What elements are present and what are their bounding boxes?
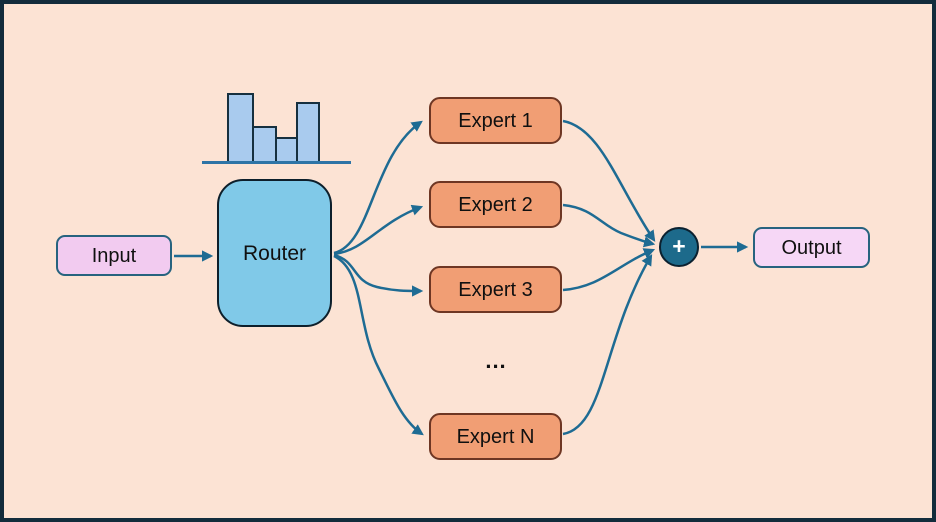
- expert-node-2: Expert 2: [429, 181, 562, 228]
- arrow-router-to-expert-1: [333, 120, 423, 255]
- bar-chart-icon: [202, 93, 351, 164]
- input-node: Input: [56, 235, 172, 276]
- chart-bar: [227, 93, 254, 163]
- arrow-router-to-expert-3: [333, 253, 424, 297]
- arrow-router-to-expert-2: [333, 204, 424, 256]
- chart-bar: [296, 102, 320, 163]
- experts-ellipsis: ...: [485, 348, 507, 373]
- arrow-expert-1-to-sum: [562, 119, 656, 242]
- chart-bar: [275, 137, 298, 163]
- router-node: Router: [217, 179, 332, 327]
- expert-node-n: Expert N: [429, 413, 562, 460]
- expert-node-1: Expert 1: [429, 97, 562, 144]
- arrow-expert-2-to-sum: [562, 203, 656, 248]
- arrow-expert-3-to-sum: [562, 248, 656, 292]
- chart-bar: [252, 126, 277, 163]
- output-node: Output: [753, 227, 870, 268]
- plus-icon: +: [672, 232, 686, 259]
- arrow-expert-n-to-sum: [562, 254, 653, 436]
- arrow-router-to-expert-n: [333, 254, 424, 436]
- sum-node: +: [659, 227, 699, 267]
- expert-node-3: Expert 3: [429, 266, 562, 313]
